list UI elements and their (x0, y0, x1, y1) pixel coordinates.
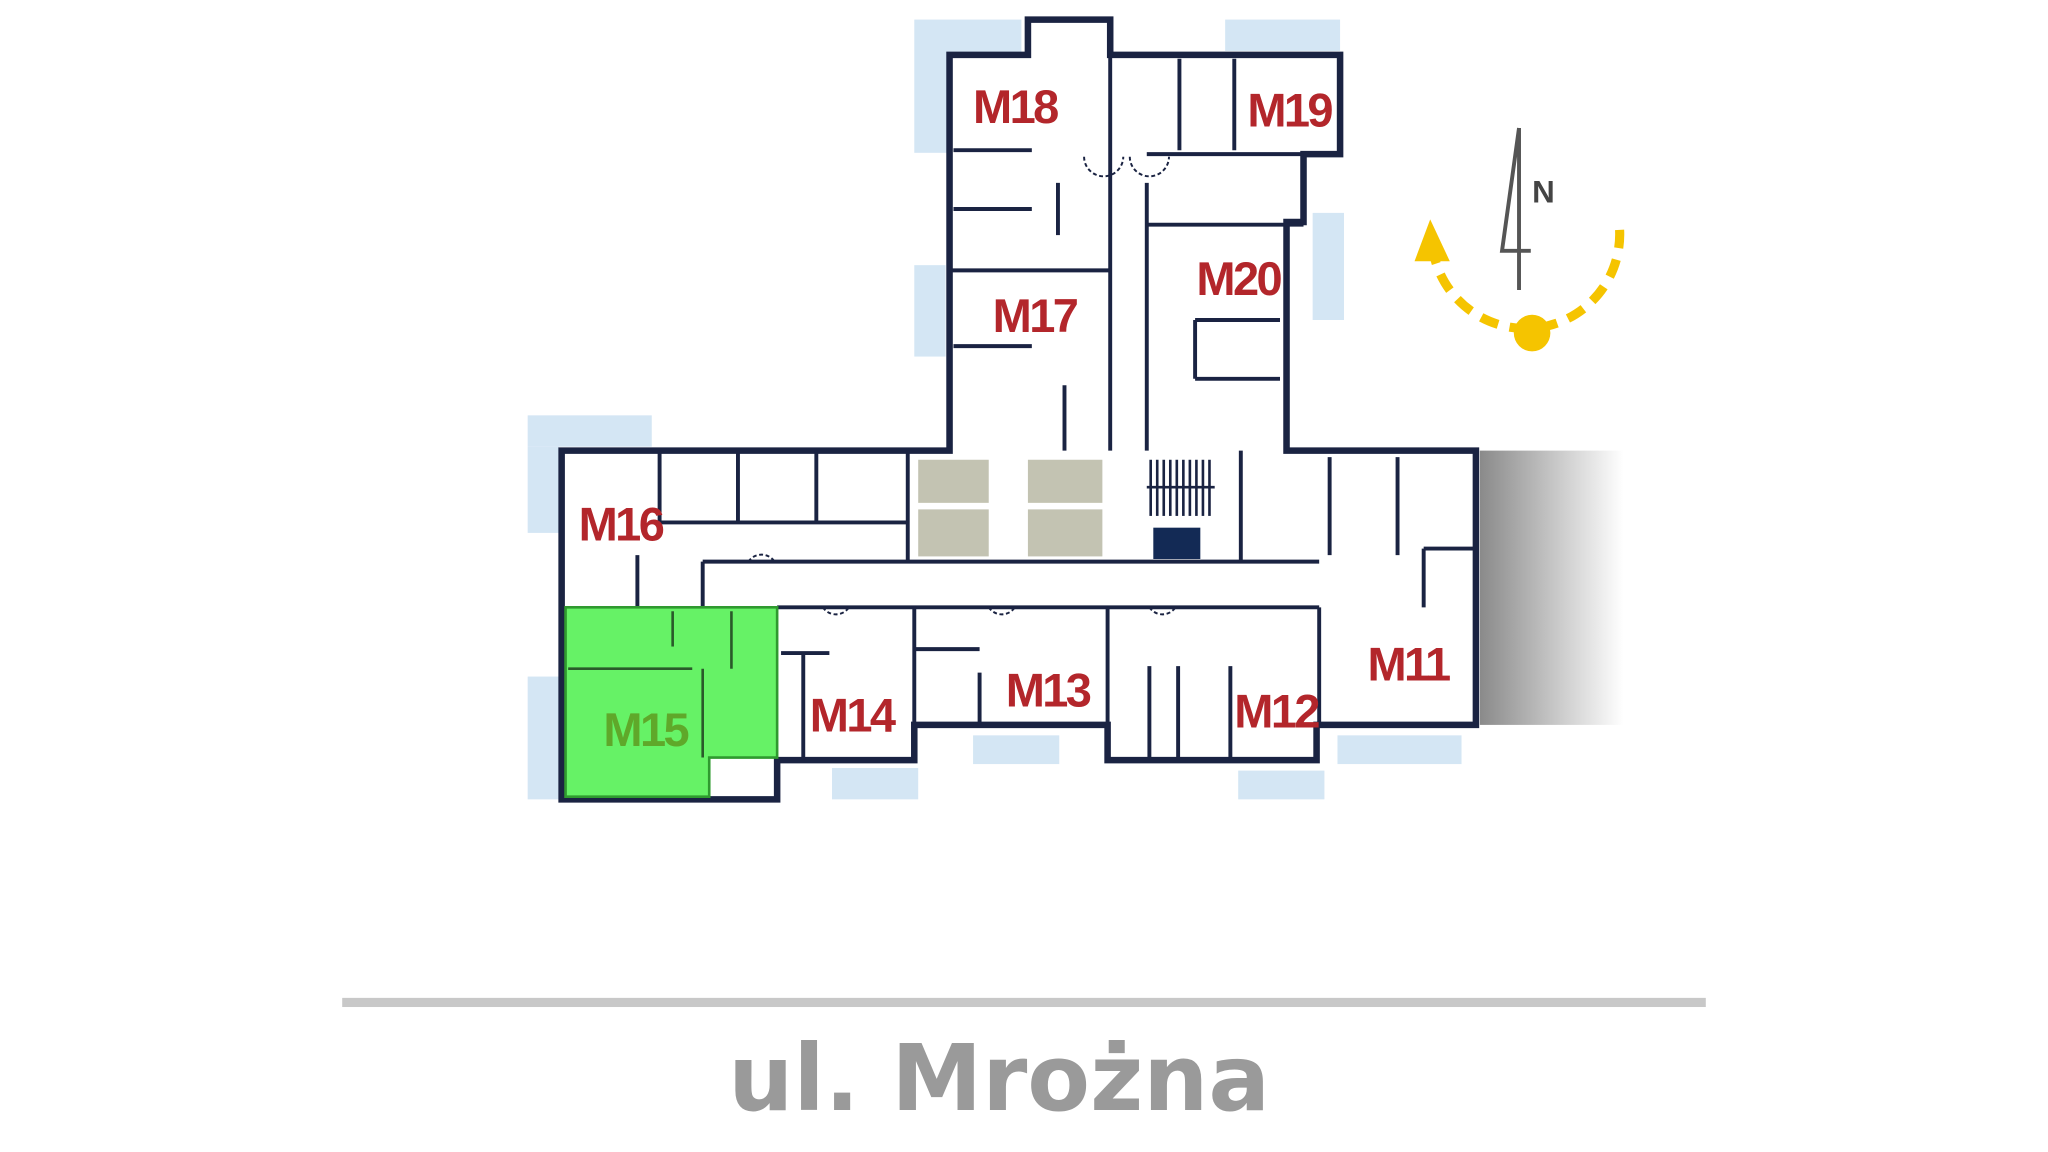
apartment-m14[interactable]: M14 (810, 688, 899, 741)
compass: N (1414, 127, 1625, 352)
apartment-m15-highlight[interactable] (564, 606, 779, 799)
north-arrow-icon (1499, 127, 1531, 290)
stairs-icon (1146, 459, 1215, 516)
apartment-m19[interactable]: M19 (1247, 84, 1335, 137)
apartment-m11[interactable]: M11 (1368, 637, 1453, 690)
apartment-m20[interactable]: M20 (1196, 252, 1284, 305)
sun-icon (1513, 314, 1551, 352)
street-line (342, 997, 1706, 1008)
sun-arrowhead-icon (1414, 219, 1450, 262)
shade-gradient (1479, 450, 1624, 725)
sun-path-icon (1429, 229, 1625, 334)
apartment-m17[interactable]: M17 (993, 289, 1081, 342)
balconies (527, 19, 1462, 800)
north-label: N (1532, 174, 1555, 209)
apartment-m16[interactable]: M16 (579, 498, 667, 551)
street-name: ul. Mrożna (728, 1025, 1270, 1132)
elevator-icon (1153, 527, 1201, 560)
apartment-m18[interactable]: M18 (973, 80, 1061, 133)
apartment-m13[interactable]: M13 (1006, 664, 1094, 717)
stair-elevator-core (918, 459, 1215, 560)
apartment-m15[interactable]: M15 (603, 703, 691, 756)
apartment-m12[interactable]: M12 (1234, 685, 1322, 738)
apartment-labels: M11 M12 M13 M14 M15 M16 M17 M18 M19 M20 (579, 80, 1453, 756)
building-walls (558, 16, 1480, 803)
